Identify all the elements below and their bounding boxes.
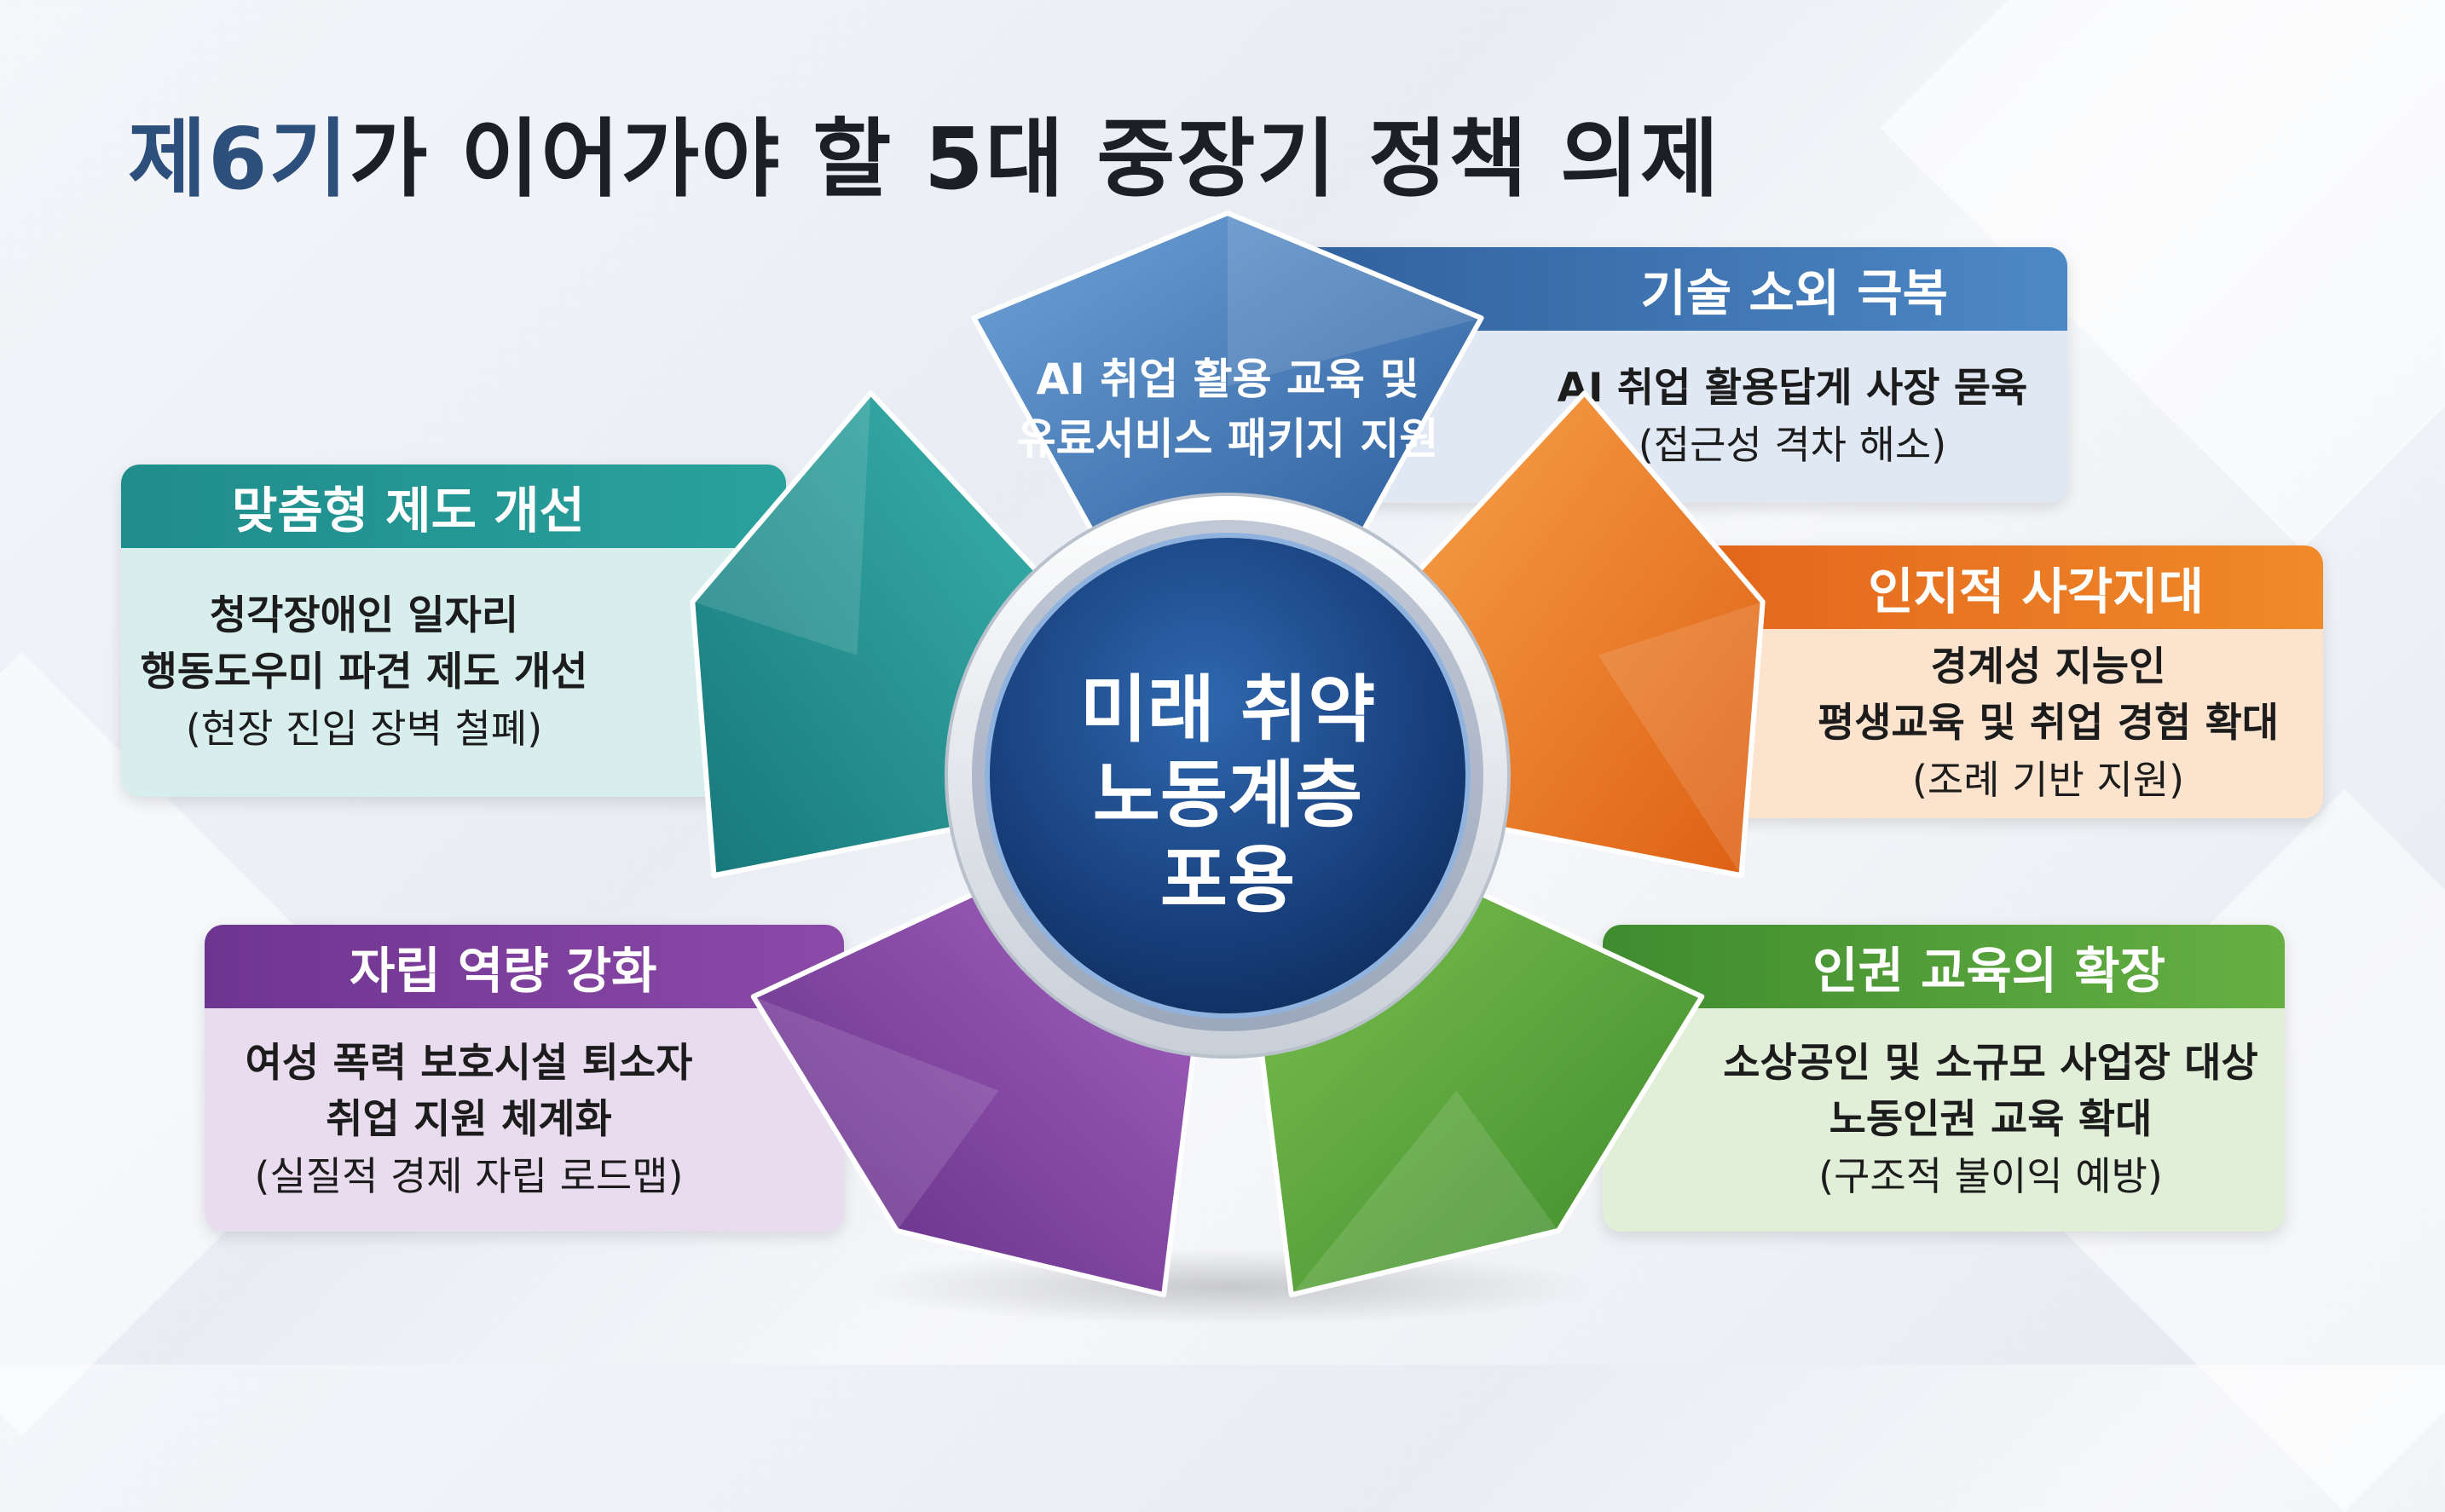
page-title: 제6기가 이어가야 할 5대 중장기 정책 의제 [128, 89, 1720, 213]
card-body: 청각장애인 일자리 행동도우미 파견 제도 개선 (현장 진입 장벽 철폐) [121, 548, 786, 797]
card-line: 소상공인 및 소규모 사업장 대상 [1723, 1040, 2258, 1087]
card-independence: 자립 역량 강화 여성 폭력 보호시설 퇴소자 취업 지원 체계화 (실질적 경… [205, 925, 844, 1232]
card-title: 기술 소외 극복 [1640, 264, 1948, 322]
segment-right-orange-facet [1598, 602, 1763, 876]
card-line: 청각장애인 일자리 [209, 592, 519, 639]
card-note: (실질적 경제 자립 로드맵) [254, 1153, 684, 1199]
card-body: AI 취업 활용답게 사장 묻육 (접근성 격차 해소) [1253, 331, 2067, 503]
card-title: 인지적 사각지대 [1868, 563, 2204, 620]
card-line: 노동인권 교육 확대 [1829, 1096, 2153, 1143]
diagram-shadow [861, 1249, 1594, 1325]
card-body: 여성 폭력 보호시설 퇴소자 취업 지원 체계화 (실질적 경제 자립 로드맵) [205, 1008, 844, 1232]
card-title: 맞춤형 제도 개선 [232, 482, 585, 540]
card-line: 평생교육 및 취업 경험 확대 [1817, 700, 2280, 747]
card-note: (구조적 불이익 예방) [1818, 1153, 2163, 1199]
card-note: (조례 기반 지원) [1911, 757, 2185, 803]
top-segment-text-line2: 유료서비스 패키지 지원 [1017, 414, 1439, 464]
card-line: 취업 지원 체계화 [326, 1096, 612, 1143]
card-body: 경계성 지능인 평생교육 및 취업 경험 확대 (조례 기반 지원) [1662, 629, 2323, 818]
segment-bottom-right-green-facet [1291, 1090, 1558, 1296]
center-text-line3: 포용 [1160, 838, 1295, 923]
card-body: 소상공인 및 소규모 사업장 대상 노동인권 교육 확대 (구조적 불이익 예방… [1603, 1008, 2285, 1232]
center-circle [985, 533, 1471, 1019]
card-note: (접근성 격차 해소) [1638, 422, 1947, 468]
pentagon-diagram: 미래 취약 노동계층 포용 AI 취업 활용 교육 및 유료서비스 패키지 지원 [692, 213, 1763, 1325]
card-title: 인권 교육의 확장 [1812, 942, 2165, 1000]
card-cognitive-blindspot: 인지적 사각지대 경계성 지능인 평생교육 및 취업 경험 확대 (조례 기반 … [1662, 545, 2323, 818]
card-header: 인지적 사각지대 [1662, 545, 2323, 629]
card-line: 여성 폭력 보호시설 퇴소자 [245, 1040, 693, 1087]
card-line: 행동도우미 파견 제도 개선 [140, 649, 588, 695]
card-note: (현장 진입 장벽 철폐) [185, 706, 543, 752]
card-custom-system: 맞춤형 제도 개선 청각장애인 일자리 행동도우미 파견 제도 개선 (현장 진… [121, 465, 786, 797]
card-title: 자립 역량 강화 [350, 942, 657, 1000]
segment-left-teal-facet [692, 393, 871, 655]
center-text-line1: 미래 취약 [1080, 667, 1375, 753]
card-rights-education: 인권 교육의 확장 소상공인 및 소규모 사업장 대상 노동인권 교육 확대 (… [1603, 925, 2285, 1232]
segment-top-blue-facet [1228, 213, 1482, 387]
card-line: AI 취업 활용답게 사장 묻육 [1557, 365, 2028, 412]
top-segment-text-line1: AI 취업 활용 교육 및 [1037, 355, 1419, 404]
card-line: 경계성 지능인 [1930, 643, 2166, 690]
center-text-line2: 노동계층 [1093, 753, 1362, 838]
card-header: 인권 교육의 확장 [1603, 925, 2285, 1008]
segment-bottom-left-purple-facet [753, 996, 999, 1231]
title-rest: 가 이어가야 할 5대 중장기 정책 의제 [349, 109, 1721, 209]
card-header: 맞춤형 제도 개선 [121, 465, 786, 548]
card-header: 자립 역량 강화 [205, 925, 844, 1008]
title-highlight: 제6기 [128, 109, 350, 209]
